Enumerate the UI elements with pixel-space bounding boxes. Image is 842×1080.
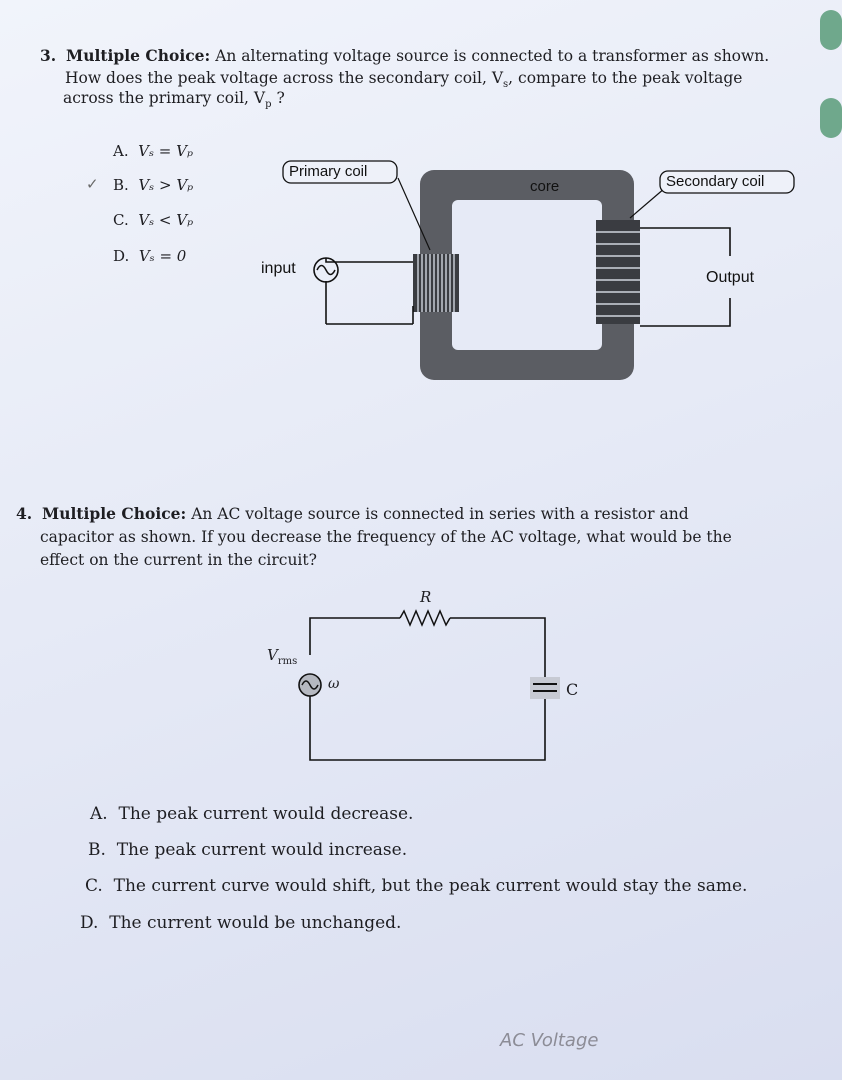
q4-kind: Multiple Choice:	[42, 504, 187, 523]
q4-option-b-text: The peak current would increase.	[116, 840, 408, 860]
circuit-wires	[309, 617, 546, 761]
q3-text-4: across the primary coil, V	[63, 89, 266, 107]
q3-option-d[interactable]: D. Vₛ = 0	[113, 247, 186, 265]
output-label: Output	[706, 269, 755, 286]
q3-option-b-text: Vₛ > Vₚ	[138, 176, 194, 194]
secondary-wires	[640, 227, 731, 327]
q3-line-3: across the primary coil, Vp ?	[63, 89, 285, 111]
q4-option-b[interactable]: B. The peak current would increase.	[88, 840, 407, 860]
q3-option-a[interactable]: A. Vₛ = Vₚ	[113, 142, 193, 160]
secondary-coil-label-box	[659, 170, 795, 194]
q3-answer-mark: ✓	[86, 175, 99, 193]
q4-option-a-text: The peak current would decrease.	[118, 804, 414, 824]
input-label: input	[261, 260, 296, 277]
resistor-label: R	[420, 588, 432, 606]
q4-line-1: 4. Multiple Choice: An AC voltage source…	[16, 504, 689, 524]
q4-line-3: effect on the current in the circuit?	[40, 551, 317, 569]
q4-option-d-letter: D.	[80, 913, 99, 933]
q4-option-d[interactable]: D. The current would be unchanged.	[80, 913, 401, 933]
secondary-coil-label: Secondary coil	[666, 173, 765, 190]
q3-text-3: , compare to the peak voltage	[508, 69, 743, 87]
q4-number: 4.	[16, 504, 33, 523]
q4-option-b-letter: B.	[88, 840, 106, 860]
q3-option-a-text: Vₛ = Vₚ	[138, 142, 193, 160]
q4-option-c-text: The current curve would shift, but the p…	[113, 876, 748, 896]
q3-option-b[interactable]: B. Vₛ > Vₚ	[113, 176, 193, 194]
resistor-icon	[399, 609, 451, 627]
primary-coil-label-box	[282, 160, 398, 184]
capacitor-icon	[530, 677, 560, 699]
q3-option-c-letter: C.	[113, 211, 129, 229]
transformer-diagram	[282, 160, 795, 380]
notebook-tab-bottom	[820, 98, 842, 138]
rc-circuit-diagram	[298, 609, 560, 761]
vrms-sub: rms	[277, 656, 298, 667]
primary-wires	[325, 258, 414, 325]
q3-text-2: How does the peak voltage across the sec…	[65, 69, 504, 87]
q4-option-a-letter: A.	[90, 804, 108, 824]
q3-line-1: 3. Multiple Choice: An alternating volta…	[40, 46, 769, 66]
q3-text-5: ?	[271, 89, 285, 107]
capacitor-label: C	[566, 680, 579, 699]
transformer-core-window	[452, 200, 602, 350]
q4-text-1: An AC voltage source is connected in ser…	[191, 505, 689, 523]
q3-option-c[interactable]: C. Vₛ < Vₚ	[113, 211, 193, 229]
handwritten-note: AC Voltage	[500, 1030, 599, 1051]
q4-option-c-letter: C.	[85, 876, 103, 896]
q3-option-a-letter: A.	[113, 142, 129, 160]
q3-option-d-text: Vₛ = 0	[138, 247, 187, 265]
ac-source-icon	[298, 673, 322, 697]
q3-option-c-text: Vₛ < Vₚ	[138, 211, 194, 229]
notebook-tab-top	[820, 10, 842, 50]
vrms-label: Vrms	[267, 646, 297, 667]
q4-option-c[interactable]: C. The current curve would shift, but th…	[85, 876, 747, 896]
core-label: core	[530, 178, 560, 195]
q4-option-d-text: The current would be unchanged.	[109, 913, 402, 933]
secondary-winding	[596, 220, 640, 324]
omega-label: ω	[328, 676, 340, 692]
input-ac-source-icon	[313, 257, 339, 283]
q4-option-a[interactable]: A. The peak current would decrease.	[90, 804, 413, 824]
q3-kind: Multiple Choice:	[66, 46, 211, 65]
q3-option-b-letter: B.	[113, 176, 129, 194]
q4-line-2: capacitor as shown. If you decrease the …	[40, 528, 732, 546]
q3-number: 3.	[40, 46, 57, 65]
vrms-main: V	[267, 646, 278, 664]
label-leaders	[397, 177, 666, 251]
primary-winding	[413, 254, 459, 312]
q3-option-d-letter: D.	[113, 247, 130, 265]
q3-text-1: An alternating voltage source is connect…	[215, 47, 770, 65]
primary-coil-label: Primary coil	[289, 163, 368, 180]
q3-line-2: How does the peak voltage across the sec…	[65, 69, 743, 91]
